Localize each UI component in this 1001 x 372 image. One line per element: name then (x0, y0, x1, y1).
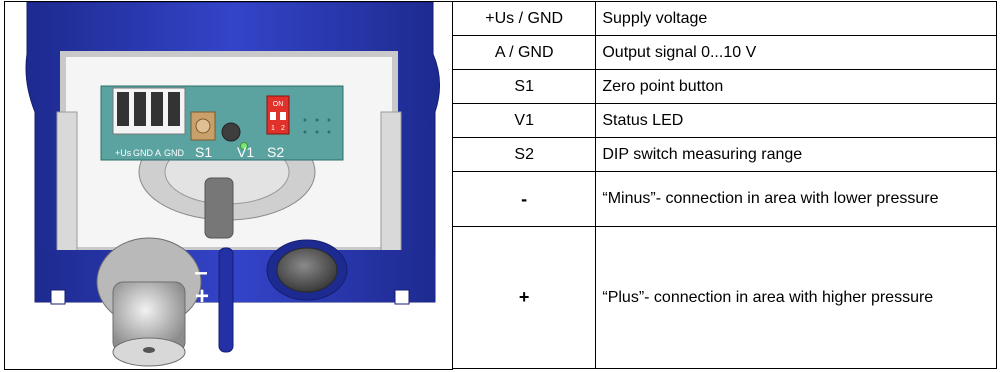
component-label-v1: V1 (237, 144, 254, 160)
table-row: S1 Zero point button (451, 69, 997, 104)
pressure-transmitter-illustration: ON 1 2 +Us GND A GND S1 V1 S2 (25, 2, 440, 367)
dip-on-label: ON (273, 101, 284, 108)
component-label-s2: S2 (267, 144, 284, 160)
dip-switch: ON 1 2 (266, 95, 290, 135)
terminal-label-gnd1: GND (133, 148, 154, 158)
row-value: DIP switch measuring range (595, 137, 997, 172)
row-value: Zero point button (595, 69, 997, 104)
row-key: - (451, 171, 597, 227)
port-minus-label: – (194, 259, 207, 286)
row-key: A / GND (451, 35, 597, 70)
terminal-label-a: A (155, 148, 161, 158)
terminal-label-us: +Us (115, 148, 132, 158)
row-key: + (451, 226, 597, 369)
component-label-s1: S1 (195, 144, 212, 160)
dip-pos2-label: 2 (281, 125, 285, 132)
table-row: - “Minus”- connection in area with lower… (451, 171, 997, 227)
document-figure-table: ON 1 2 +Us GND A GND S1 V1 S2 (4, 1, 997, 370)
table-row: A / GND Output signal 0...10 V (451, 35, 997, 70)
status-led (240, 142, 248, 150)
table-row: +Us / GND Supply voltage (451, 1, 997, 36)
table-row: S2 DIP switch measuring range (451, 137, 997, 172)
row-value: Supply voltage (595, 1, 997, 36)
dip-pos1-label: 1 (271, 125, 275, 132)
pressure-port-tube (218, 247, 234, 353)
zero-point-button (190, 111, 216, 141)
device-illustration-cell: ON 1 2 +Us GND A GND S1 V1 S2 (4, 1, 453, 370)
specification-table: +Us / GND Supply voltage A / GND Output … (451, 1, 997, 369)
port-plus-label: + (195, 283, 209, 310)
table-row: V1 Status LED (451, 103, 997, 138)
sensor-element (221, 122, 241, 142)
blanking-cap (266, 239, 348, 301)
row-key: S2 (451, 137, 597, 172)
terminal-label-gnd2: GND (164, 148, 185, 158)
row-value: Status LED (595, 103, 997, 138)
row-key: V1 (451, 103, 597, 138)
terminal-block (112, 87, 186, 135)
table-row: + “Plus”- connection in area with higher… (451, 226, 997, 369)
row-key: +Us / GND (451, 1, 597, 36)
row-value: Output signal 0...10 V (595, 35, 997, 70)
row-value: “Plus”- connection in area with higher p… (595, 226, 997, 369)
cable-gland (96, 237, 202, 367)
row-value: “Minus”- connection in area with lower p… (595, 171, 997, 227)
row-key: S1 (451, 69, 597, 104)
